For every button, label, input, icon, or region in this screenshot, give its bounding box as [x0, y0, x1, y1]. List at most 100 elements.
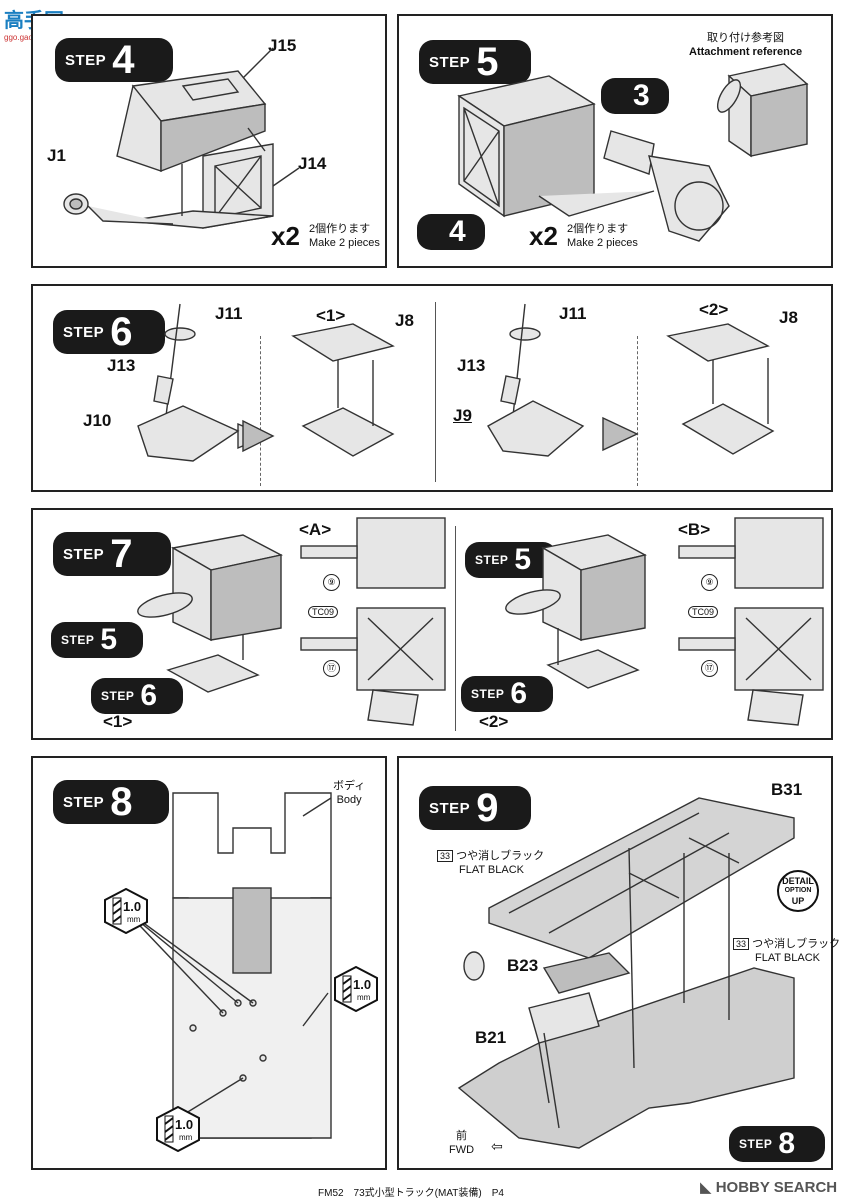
- detail-option-up-badge: DETAIL OPTION UP: [777, 870, 819, 912]
- step-word: STEP: [475, 553, 509, 567]
- body-label: ボディ Body: [333, 780, 365, 808]
- step5-sub-step3: 3: [601, 78, 669, 114]
- body-label-en: Body: [336, 793, 362, 806]
- step9-badge: STEP 9: [419, 786, 531, 830]
- step4-multiplier: x2: [271, 221, 300, 251]
- step8-badge: STEP 8: [53, 780, 169, 824]
- step7-panel: STEP 7 STEP 5 STEP 6 <1> <A> STEP 5 STEP…: [31, 508, 833, 740]
- part-label-j14: J14: [298, 154, 327, 173]
- drill-size: 1.0: [175, 1117, 194, 1132]
- step6-panel: STEP 6 J11 J13 J10 J8 <1> J11 J13 J9 J8 …: [31, 284, 833, 492]
- decal-tc09-right: TC09: [688, 606, 719, 618]
- step4-illustration: [63, 47, 300, 229]
- note-en: Make 2 pieces: [309, 236, 380, 249]
- step9-panel: STEP 9 B31 B23 B21 33 つや消しブラック FLAT BLAC…: [397, 756, 840, 1170]
- detail-line3: UP: [791, 896, 805, 906]
- callout-9-right: ⑨: [701, 574, 718, 591]
- note-en: Make 2 pieces: [567, 236, 638, 249]
- part-label-j10: J10: [83, 411, 112, 430]
- step8-illustration: [122, 792, 332, 1139]
- step7-illustration: [137, 517, 824, 726]
- drill-unit: mm: [357, 993, 371, 1002]
- step-word: STEP: [63, 323, 105, 341]
- step6-illustration: [137, 303, 775, 462]
- step-word: STEP: [429, 799, 471, 817]
- attachment-reference: 取り付け参考図 Attachment reference: [689, 32, 802, 60]
- step7-sub-step6-left: STEP 6: [91, 678, 183, 714]
- step-word: STEP: [63, 793, 105, 811]
- step-number: 4: [449, 215, 467, 248]
- body-label-jp: ボディ: [333, 780, 366, 792]
- step9-ref-step8: STEP 8: [729, 1126, 825, 1162]
- tag-1: <1>: [103, 712, 133, 731]
- tag-b: <B>: [678, 520, 711, 539]
- step-word: STEP: [429, 53, 471, 71]
- note-jp: 2個作ります: [309, 223, 371, 235]
- step7-sub-step6-right: STEP 6: [461, 676, 553, 712]
- tag-2: <2>: [479, 712, 509, 731]
- callout-17-right: ⑰: [701, 660, 718, 677]
- step-number: 3: [633, 79, 651, 112]
- part-label-b21: B21: [475, 1028, 507, 1047]
- note-jp: 2個作ります: [567, 223, 629, 235]
- ref-jp: 取り付け参考図: [707, 32, 785, 44]
- step-word: STEP: [739, 1137, 773, 1151]
- step6-badge: STEP 6: [53, 310, 165, 354]
- watermark-text: HOBBY SEARCH: [715, 1179, 838, 1196]
- paint-name-jp: つや消しブラック: [752, 938, 841, 950]
- drill-unit: mm: [127, 915, 141, 924]
- step7-sub-step5-left: STEP 5: [51, 622, 143, 658]
- part-label-j8-left: J8: [395, 311, 414, 330]
- step-word: STEP: [63, 545, 105, 563]
- step5-illustration: [457, 63, 809, 242]
- step4-panel: STEP 4 J15 J1 J14 x2 2個作ります Make 2 piece…: [31, 14, 387, 268]
- step-number: 6: [110, 310, 133, 354]
- callout-17-left: ⑰: [323, 660, 340, 677]
- part-label-j13-right: J13: [457, 356, 486, 375]
- center-divider: [455, 526, 456, 731]
- drill-1mm-lower: 1.0 mm: [155, 1106, 201, 1152]
- part-label-j1: J1: [47, 146, 66, 165]
- step7-badge: STEP 7: [53, 532, 171, 576]
- detail-line2: OPTION: [784, 887, 812, 894]
- step4-badge: STEP 4: [55, 38, 173, 82]
- callout-9-left: ⑨: [323, 574, 340, 591]
- part-label-j15: J15: [268, 36, 297, 55]
- step5-badge: STEP 5: [419, 40, 531, 84]
- part-label-j11-right: J11: [559, 304, 587, 323]
- center-divider: [435, 302, 436, 482]
- step-word: STEP: [65, 51, 107, 69]
- paint-name-en: FLAT BLACK: [755, 951, 821, 964]
- fwd-en: FWD: [449, 1143, 475, 1156]
- fwd-indicator: 前 FWD: [449, 1130, 474, 1158]
- watermark-icon: ◣: [700, 1179, 716, 1196]
- drill-1mm-right: 1.0 mm: [333, 966, 379, 1012]
- part-label-j11-left: J11: [215, 304, 243, 323]
- drill-size: 1.0: [353, 977, 372, 992]
- step5-sub-step4: 4: [417, 214, 485, 250]
- step-number: 9: [476, 786, 499, 830]
- ref-en: Attachment reference: [689, 45, 803, 58]
- step5-multiplier: x2: [529, 221, 558, 251]
- paint-note-right: 33 つや消しブラック FLAT BLACK: [733, 938, 840, 966]
- part-label-b31: B31: [771, 780, 803, 799]
- step-number: 7: [110, 532, 133, 576]
- fwd-jp: 前: [456, 1130, 468, 1142]
- step-word: STEP: [471, 687, 505, 701]
- step-number: 5: [476, 40, 499, 84]
- detail-line1: DETAIL: [782, 876, 814, 886]
- step9-illustration: [457, 797, 795, 1149]
- step5-panel: STEP 5 取り付け参考図 Attachment reference 3 4 …: [397, 14, 833, 268]
- divider: [637, 336, 638, 486]
- step-word: STEP: [101, 689, 135, 703]
- part-label-j13-left: J13: [107, 356, 136, 375]
- decal-tc09-left: TC09: [308, 606, 339, 618]
- drill-size: 1.0: [123, 899, 142, 914]
- fwd-arrow-icon: ⇦: [491, 1138, 503, 1154]
- step-number: 4: [112, 38, 135, 82]
- paint-number: 33: [733, 938, 750, 950]
- tag-1: <1>: [316, 306, 346, 325]
- step8-panel: STEP 8 ボディ Body 1.0 mm 1.0 mm 1.0 mm: [31, 756, 387, 1170]
- part-label-j8-right: J8: [779, 308, 798, 327]
- paint-note-left: 33 つや消しブラック FLAT BLACK: [437, 850, 544, 878]
